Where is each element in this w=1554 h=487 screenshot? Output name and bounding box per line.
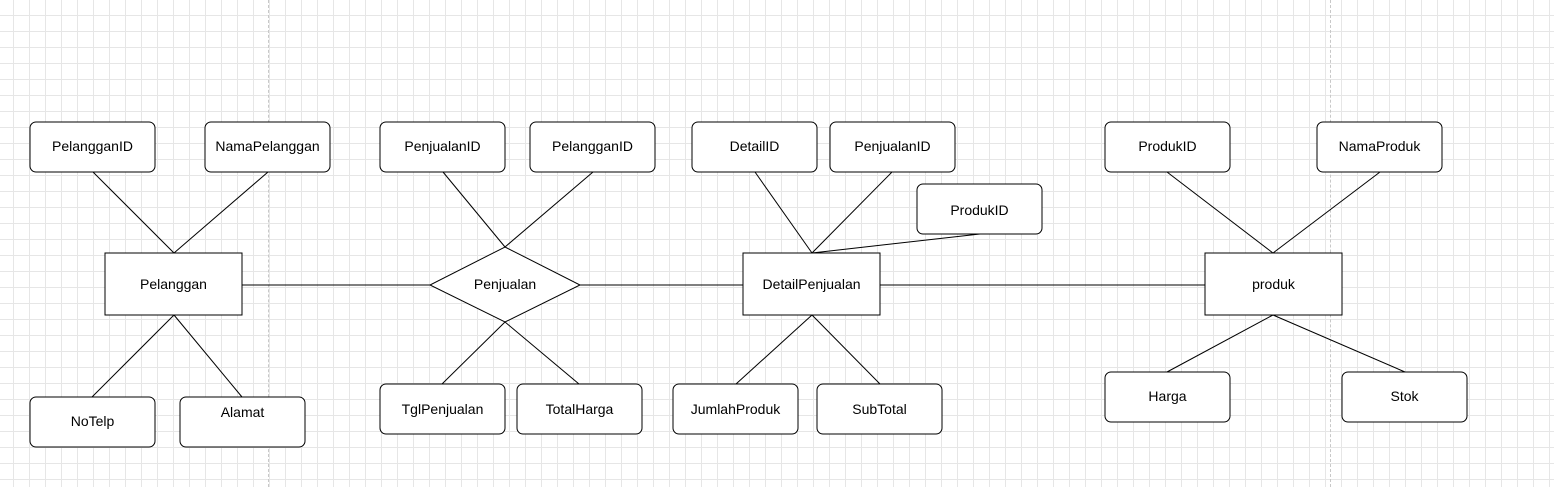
- attribute-label: TotalHarga: [546, 401, 614, 417]
- connector-line[interactable]: [1166, 314, 1274, 373]
- attribute-label: TglPenjualan: [402, 401, 484, 417]
- attribute-label: NoTelp: [71, 413, 115, 429]
- attribute-detail-jumlahproduk[interactable]: JumlahProduk: [672, 383, 799, 435]
- attribute-label: PenjualanID: [854, 138, 930, 154]
- attribute-label: Stok: [1390, 388, 1419, 404]
- attribute-label: Harga: [1148, 388, 1186, 404]
- connector-line[interactable]: [1166, 171, 1274, 254]
- attribute-pelanggan-notelp[interactable]: NoTelp: [29, 396, 156, 448]
- connector-line[interactable]: [1272, 171, 1381, 254]
- attribute-produk-harga[interactable]: Harga: [1104, 371, 1231, 423]
- page-break-line: [268, 0, 269, 487]
- attribute-label: DetailID: [730, 138, 780, 154]
- attribute-pelanggan-namapelanggan[interactable]: NamaPelanggan: [204, 121, 331, 173]
- attribute-detail-penjualanid[interactable]: PenjualanID: [829, 121, 956, 173]
- attribute-detail-subtotal[interactable]: SubTotal: [816, 383, 943, 435]
- connector-line[interactable]: [173, 314, 243, 398]
- page-break-line: [1330, 0, 1331, 487]
- connector-line[interactable]: [91, 314, 175, 398]
- connector-line[interactable]: [442, 171, 506, 248]
- attribute-label: PenjualanID: [404, 138, 480, 154]
- attribute-produk-stok[interactable]: Stok: [1341, 371, 1468, 423]
- entity-label: produk: [1252, 276, 1296, 292]
- attribute-penjualan-totalharga[interactable]: TotalHarga: [516, 383, 643, 435]
- relationship-penjualan[interactable]: Penjualan: [428, 246, 582, 323]
- connector-line[interactable]: [504, 321, 580, 385]
- attribute-label: JumlahProduk: [691, 401, 781, 417]
- entity-label: Pelanggan: [140, 276, 207, 292]
- entity-detailpenjualan[interactable]: DetailPenjualan: [742, 252, 881, 316]
- connector-line[interactable]: [754, 171, 813, 254]
- attribute-label: ProdukID: [950, 202, 1008, 218]
- attribute-produk-produkid[interactable]: ProdukID: [1104, 121, 1231, 173]
- connector-line[interactable]: [811, 314, 881, 385]
- connector-line[interactable]: [92, 171, 175, 254]
- attribute-label: Alamat: [221, 404, 265, 420]
- attribute-label: PelangganID: [52, 138, 133, 154]
- entity-label: DetailPenjualan: [762, 276, 860, 292]
- attribute-label: NamaPelanggan: [215, 138, 319, 154]
- connector-line[interactable]: [1272, 314, 1406, 373]
- attribute-detail-produkid[interactable]: ProdukID: [916, 183, 1043, 235]
- attribute-detail-detailid[interactable]: DetailID: [691, 121, 818, 173]
- connector-line[interactable]: [504, 171, 594, 248]
- attribute-label: ProdukID: [1138, 138, 1196, 154]
- attribute-penjualan-tglpenjualan[interactable]: TglPenjualan: [379, 383, 506, 435]
- connector-line[interactable]: [811, 171, 893, 254]
- entity-produk[interactable]: produk: [1204, 252, 1343, 316]
- connectors: [91, 171, 1406, 398]
- attribute-label: NamaProduk: [1339, 138, 1422, 154]
- attribute-penjualan-pelangganid[interactable]: PelangganID: [529, 121, 656, 173]
- relationship-label: Penjualan: [474, 276, 536, 292]
- connector-line[interactable]: [735, 314, 813, 385]
- attribute-label: PelangganID: [552, 138, 633, 154]
- attribute-produk-namaproduk[interactable]: NamaProduk: [1316, 121, 1443, 173]
- entity-pelanggan[interactable]: Pelanggan: [104, 252, 243, 316]
- connector-line[interactable]: [441, 321, 506, 385]
- attribute-pelanggan-pelangganid[interactable]: PelangganID: [29, 121, 156, 173]
- connector-line[interactable]: [173, 171, 269, 254]
- attribute-label: SubTotal: [852, 401, 906, 417]
- attribute-penjualan-penjualanid[interactable]: PenjualanID: [379, 121, 506, 173]
- attribute-pelanggan-alamat[interactable]: Alamat: [179, 396, 306, 448]
- connector-line[interactable]: [811, 233, 981, 254]
